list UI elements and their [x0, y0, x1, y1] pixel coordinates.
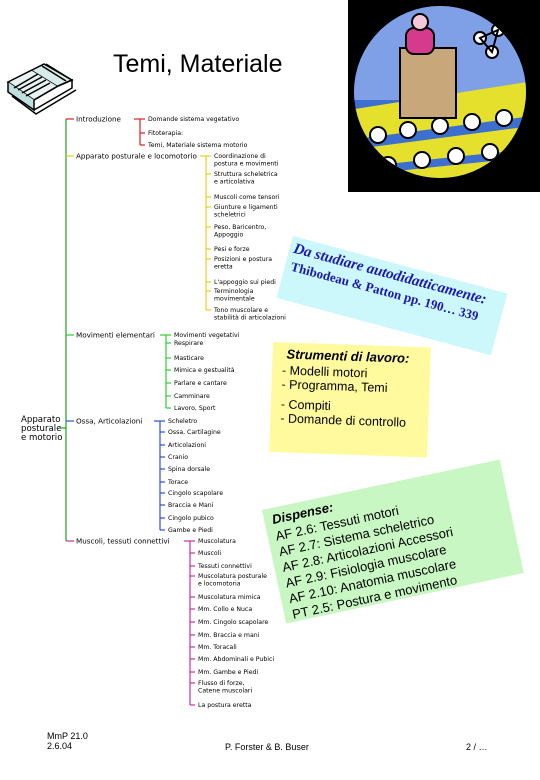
tree-leaf-label: Muscolatura — [198, 538, 236, 545]
tree-branch-label: Movimenti elementari — [76, 331, 155, 340]
tree-branch-label: Ossa, Articolazioni — [76, 417, 142, 426]
tree-leaf-label: Muscolatura posturale — [198, 573, 267, 580]
tree-leaf-label: Pesi e forze — [214, 246, 250, 253]
tree-branch-label: Apparato posturale e locomotorio — [76, 152, 197, 161]
tree-leaf-label: Spina dorsale — [168, 466, 210, 473]
tree-leaf-label: postura e movimenti — [214, 161, 279, 168]
footer-date: 2.6.04 — [47, 741, 73, 751]
tree-leaf-label: Tessuti connettivi — [197, 563, 252, 570]
tree-leaf-label: Parlare e cantare — [174, 380, 227, 387]
tree-leaf-label: Muscoli — [198, 550, 221, 557]
tree-leaf-label: Camminare — [174, 393, 210, 400]
tree-leaf-label: Domande sistema vegetativo — [148, 116, 239, 123]
tree-leaf-label: Struttura scheletrica — [214, 171, 278, 178]
tree-branch-label: Muscoli, tessuti connettivi — [76, 537, 170, 546]
tools-box: Strumenti di lavoro: - Modelli motori - … — [269, 342, 431, 458]
tree-root-label: Apparato — [21, 415, 60, 425]
tree-leaf-label: stabilità di articolazioni — [214, 314, 286, 322]
tree-leaf-label: Articolazioni — [168, 442, 206, 449]
tree-leaf-label: Cingolo pubico — [168, 515, 214, 522]
classroom-lecture-icon — [348, 0, 540, 192]
tree-leaf-label: Giunture e ligamenti — [214, 204, 278, 211]
tree-leaf-label: Appoggio — [214, 232, 243, 239]
tree-leaf-label: Mm. Cingolo scapolare — [198, 619, 268, 626]
tree-leaf-label: Mm. Abdominali e Pubici — [198, 656, 274, 663]
page-title: Temi, Materiale — [113, 50, 283, 78]
tree-leaf-label: Temi, Materiale sistema motorio — [147, 142, 248, 149]
tree-leaf-label: Catene muscolari — [198, 688, 252, 695]
tree-leaf-label: Gambe e Piedi — [168, 527, 213, 534]
tree-branch-label: Introduzione — [76, 115, 122, 124]
tree-leaf-label: Mm. Gambe e Piedi — [198, 669, 258, 676]
footer-authors: P. Forster & B. Buser — [225, 742, 309, 752]
books-icon — [6, 63, 77, 115]
tree-leaf-label: Muscolatura mimica — [198, 594, 261, 601]
tree-leaf-label: Scheletro — [168, 418, 197, 425]
tree-leaf-label: Cingolo scapolare — [168, 490, 223, 497]
tree-leaf-label: movimentale — [214, 296, 255, 303]
tree-leaf-label: Masticare — [174, 355, 204, 362]
tree-leaf-label: Lavoro, Sport — [174, 405, 216, 412]
tree-leaf-label: Flusso di forze, — [198, 680, 245, 687]
tree-leaf-label: L'appoggio sui piedi — [214, 279, 276, 286]
tree-leaf-label: Terminologia — [213, 288, 254, 295]
tree-leaf-label: Peso, Baricentro, — [214, 224, 266, 231]
tree-leaf-label: Coordinazione di — [214, 153, 266, 160]
tree-leaf-label: Cranio — [168, 454, 188, 461]
tree-leaf-label: e locomotoria — [198, 581, 241, 588]
tree-leaf-label: Fitoterapia: — [148, 130, 183, 137]
tree-leaf-label: Mimica e gestualità — [174, 366, 235, 374]
tree-leaf-label: Posizioni e postura — [214, 256, 272, 263]
tree-leaf-label: La postura eretta — [198, 702, 252, 709]
tree-leaf-label: Braccia e Mani — [168, 502, 214, 509]
tree-leaf-label: Torace — [167, 479, 188, 486]
footer-code-line-1: MmP 21.0 — [47, 731, 88, 741]
tree-leaf-label: Muscoli come tensori — [214, 194, 280, 201]
tree-leaf-label: Respirare — [174, 340, 203, 347]
tree-leaf-label: Mm. Collo e Nuca — [198, 606, 252, 613]
tree-leaf-label: e articolativa — [214, 179, 255, 186]
footer-page-number: 2 / … — [466, 742, 488, 752]
footer-code: MmP 21.0 2.6.04 — [47, 731, 88, 751]
tree-leaf-label: eretta — [214, 264, 233, 271]
tree-leaf-label: Mm. Toracali — [198, 644, 237, 651]
tree-leaf-label: Tono muscolare e — [213, 307, 268, 314]
tree-leaf-label: Movimenti vegetativi — [174, 332, 240, 339]
tree-root-label: posturale — [21, 424, 61, 434]
tree-root-label: e motorio — [21, 433, 62, 443]
tree-leaf-label: scheletrici — [214, 212, 246, 219]
tree-leaf-label: Mm. Braccia e mani — [198, 632, 260, 639]
tree-leaf-label: Ossa, Cartilagine — [168, 429, 221, 436]
